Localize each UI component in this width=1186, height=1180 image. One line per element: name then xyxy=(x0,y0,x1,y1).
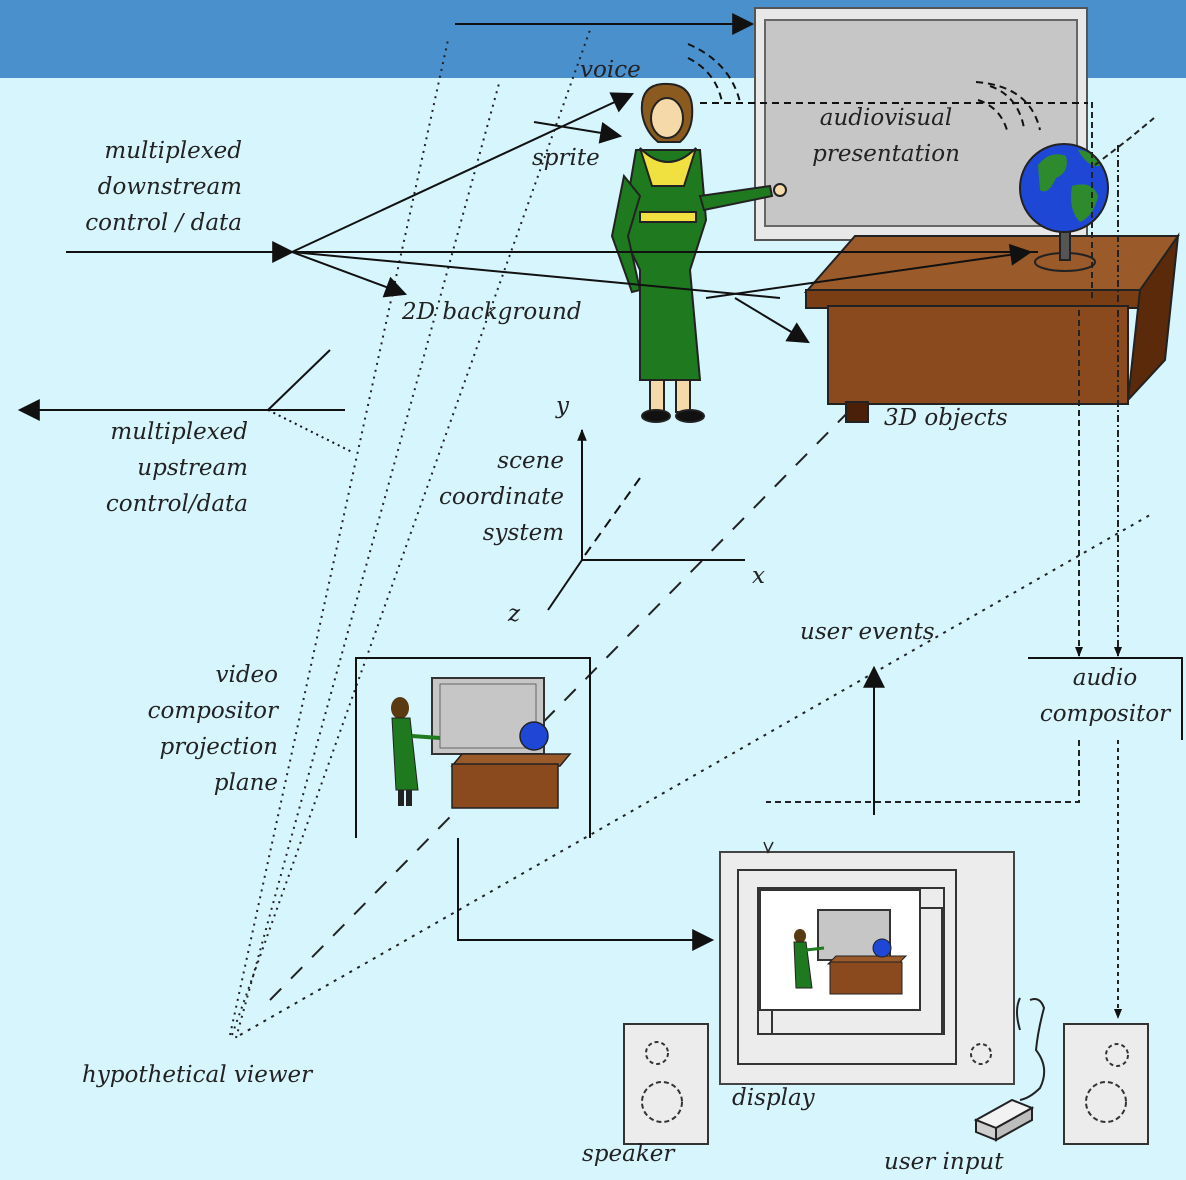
audio-compositor-label-line: audio xyxy=(1072,665,1138,691)
scene-coords-label: scene coordinate system xyxy=(396,443,564,551)
audio-paths xyxy=(1075,102,1155,657)
user-input-label: user input xyxy=(884,1149,1004,1175)
audio-compositor-box xyxy=(1028,657,1183,740)
speaker-icon-right xyxy=(1063,1023,1149,1145)
user-events-label: user events xyxy=(800,619,935,645)
scene-coords-label-line: system xyxy=(482,520,564,546)
upstream-label-line: multiplexed xyxy=(110,419,248,445)
viewer-projection-rays xyxy=(229,29,1151,1039)
projection-plane-label: video compositor projection plane xyxy=(110,657,278,801)
mouse-icon xyxy=(973,997,1046,1142)
projection-plane xyxy=(355,657,591,838)
voice-label: voice xyxy=(580,57,641,83)
background-2d-label: 2D background xyxy=(402,299,582,325)
speaker-icon xyxy=(623,1023,709,1145)
scene-coords-label-line: scene xyxy=(497,448,564,474)
compositor-outputs xyxy=(766,740,1122,1019)
audiovisual-label-line: audiovisual xyxy=(819,105,953,131)
axis-y-label: y xyxy=(556,393,569,419)
audiovisual-label: audiovisual presentation xyxy=(790,100,982,172)
globe-icon xyxy=(1019,143,1109,272)
scene-coords-label-line: coordinate xyxy=(438,484,564,510)
audiovisual-label-line: presentation xyxy=(812,141,960,167)
audio-compositor-label: audio compositor xyxy=(1030,660,1180,732)
projection-plane-label-line: compositor xyxy=(147,698,278,724)
sprite-label: sprite xyxy=(532,145,600,171)
scene-axes xyxy=(547,428,745,611)
projection-plane-label-line: plane xyxy=(213,770,278,796)
display-label: display xyxy=(732,1085,815,1111)
upstream-arrows xyxy=(17,349,353,453)
projection-to-display-arrow xyxy=(457,838,715,951)
downstream-label-line: control / data xyxy=(85,210,242,236)
monitor-icon xyxy=(719,841,1015,1085)
speaker-label: speaker xyxy=(582,1141,675,1167)
downstream-label-line: multiplexed xyxy=(104,138,242,164)
presenter-figure-icon xyxy=(610,82,787,423)
desk-icon xyxy=(803,232,1180,423)
projection-plane-label-line: projection xyxy=(159,734,278,760)
downstream-label-line: downstream xyxy=(97,174,242,200)
upstream-label-line: control/data xyxy=(105,491,248,517)
sound-waves xyxy=(687,43,1088,135)
viewer-label: hypothetical viewer xyxy=(82,1062,313,1088)
upstream-label-line: upstream xyxy=(137,455,248,481)
objects-3d-label: 3D objects xyxy=(884,405,1008,431)
axis-z-label: z xyxy=(508,601,521,627)
downstream-arrows xyxy=(66,92,1038,344)
downstream-label: multiplexed downstream control / data xyxy=(30,133,242,241)
projection-plane-label-line: video xyxy=(215,662,278,688)
upstream-label: multiplexed upstream control/data xyxy=(40,414,248,522)
audio-compositor-label-line: compositor xyxy=(1039,701,1171,727)
axis-x-label: x xyxy=(752,563,765,589)
